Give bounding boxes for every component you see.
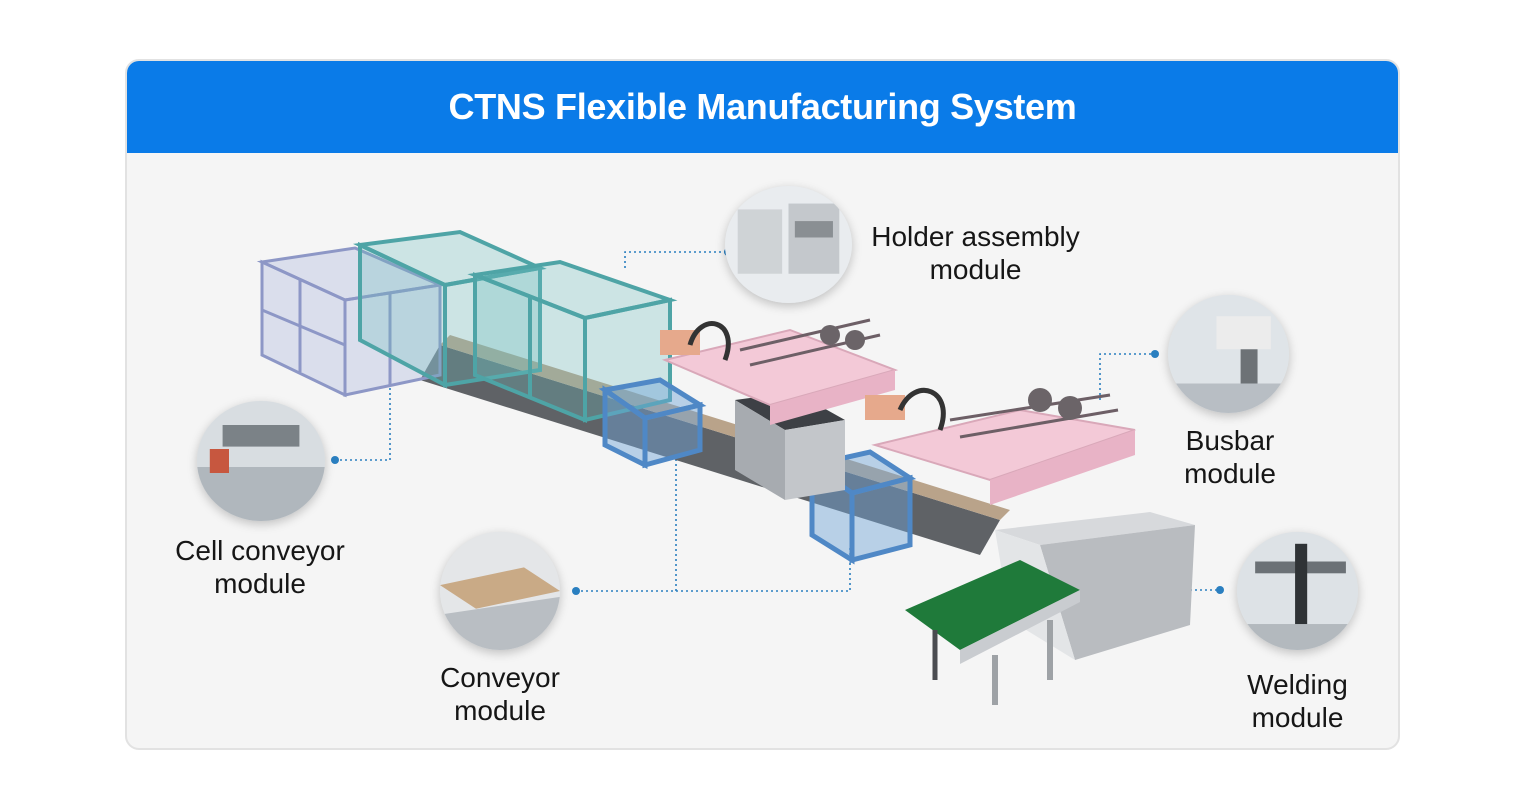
diagram-card: CTNS Flexible Manufacturing System bbox=[125, 59, 1400, 750]
cell-conveyor-frame bbox=[256, 246, 446, 398]
conveyor-line1: Conveyor bbox=[440, 662, 560, 693]
welding-label: Welding module bbox=[1230, 668, 1365, 734]
base-rail bbox=[420, 335, 1010, 555]
busbar-label: Busbar module bbox=[1165, 424, 1295, 490]
cell-conveyor-label: Cell conveyor module bbox=[160, 534, 360, 600]
holder-assembly-line1: Holder assembly bbox=[871, 221, 1080, 252]
green-conveyor bbox=[905, 560, 1080, 705]
holder-assembly-photo bbox=[725, 186, 852, 303]
busbar-line2: module bbox=[1184, 458, 1276, 489]
welding-line2: module bbox=[1251, 702, 1344, 733]
page-title: CTNS Flexible Manufacturing System bbox=[448, 86, 1077, 127]
cell-conveyor-line2: module bbox=[214, 568, 306, 599]
welding-line1: Welding bbox=[1247, 669, 1348, 700]
busbar-robot-photo bbox=[1168, 295, 1289, 413]
busbar-unit bbox=[865, 387, 1136, 505]
holder-assembly-label: Holder assembly module bbox=[858, 220, 1093, 286]
conveyor-photo bbox=[440, 532, 560, 650]
holder-assembly-unit bbox=[660, 318, 899, 425]
cell-conveyor-line1: Cell conveyor bbox=[175, 535, 345, 566]
welding-photo bbox=[1237, 532, 1358, 650]
holder-assembly-line2: module bbox=[929, 254, 1022, 285]
cell-conveyor-photo bbox=[197, 401, 325, 521]
busbar-line1: Busbar bbox=[1185, 425, 1275, 456]
conveyor-line2: module bbox=[454, 695, 546, 726]
header-bar: CTNS Flexible Manufacturing System bbox=[127, 61, 1398, 153]
conveyor-label: Conveyor module bbox=[425, 661, 575, 727]
